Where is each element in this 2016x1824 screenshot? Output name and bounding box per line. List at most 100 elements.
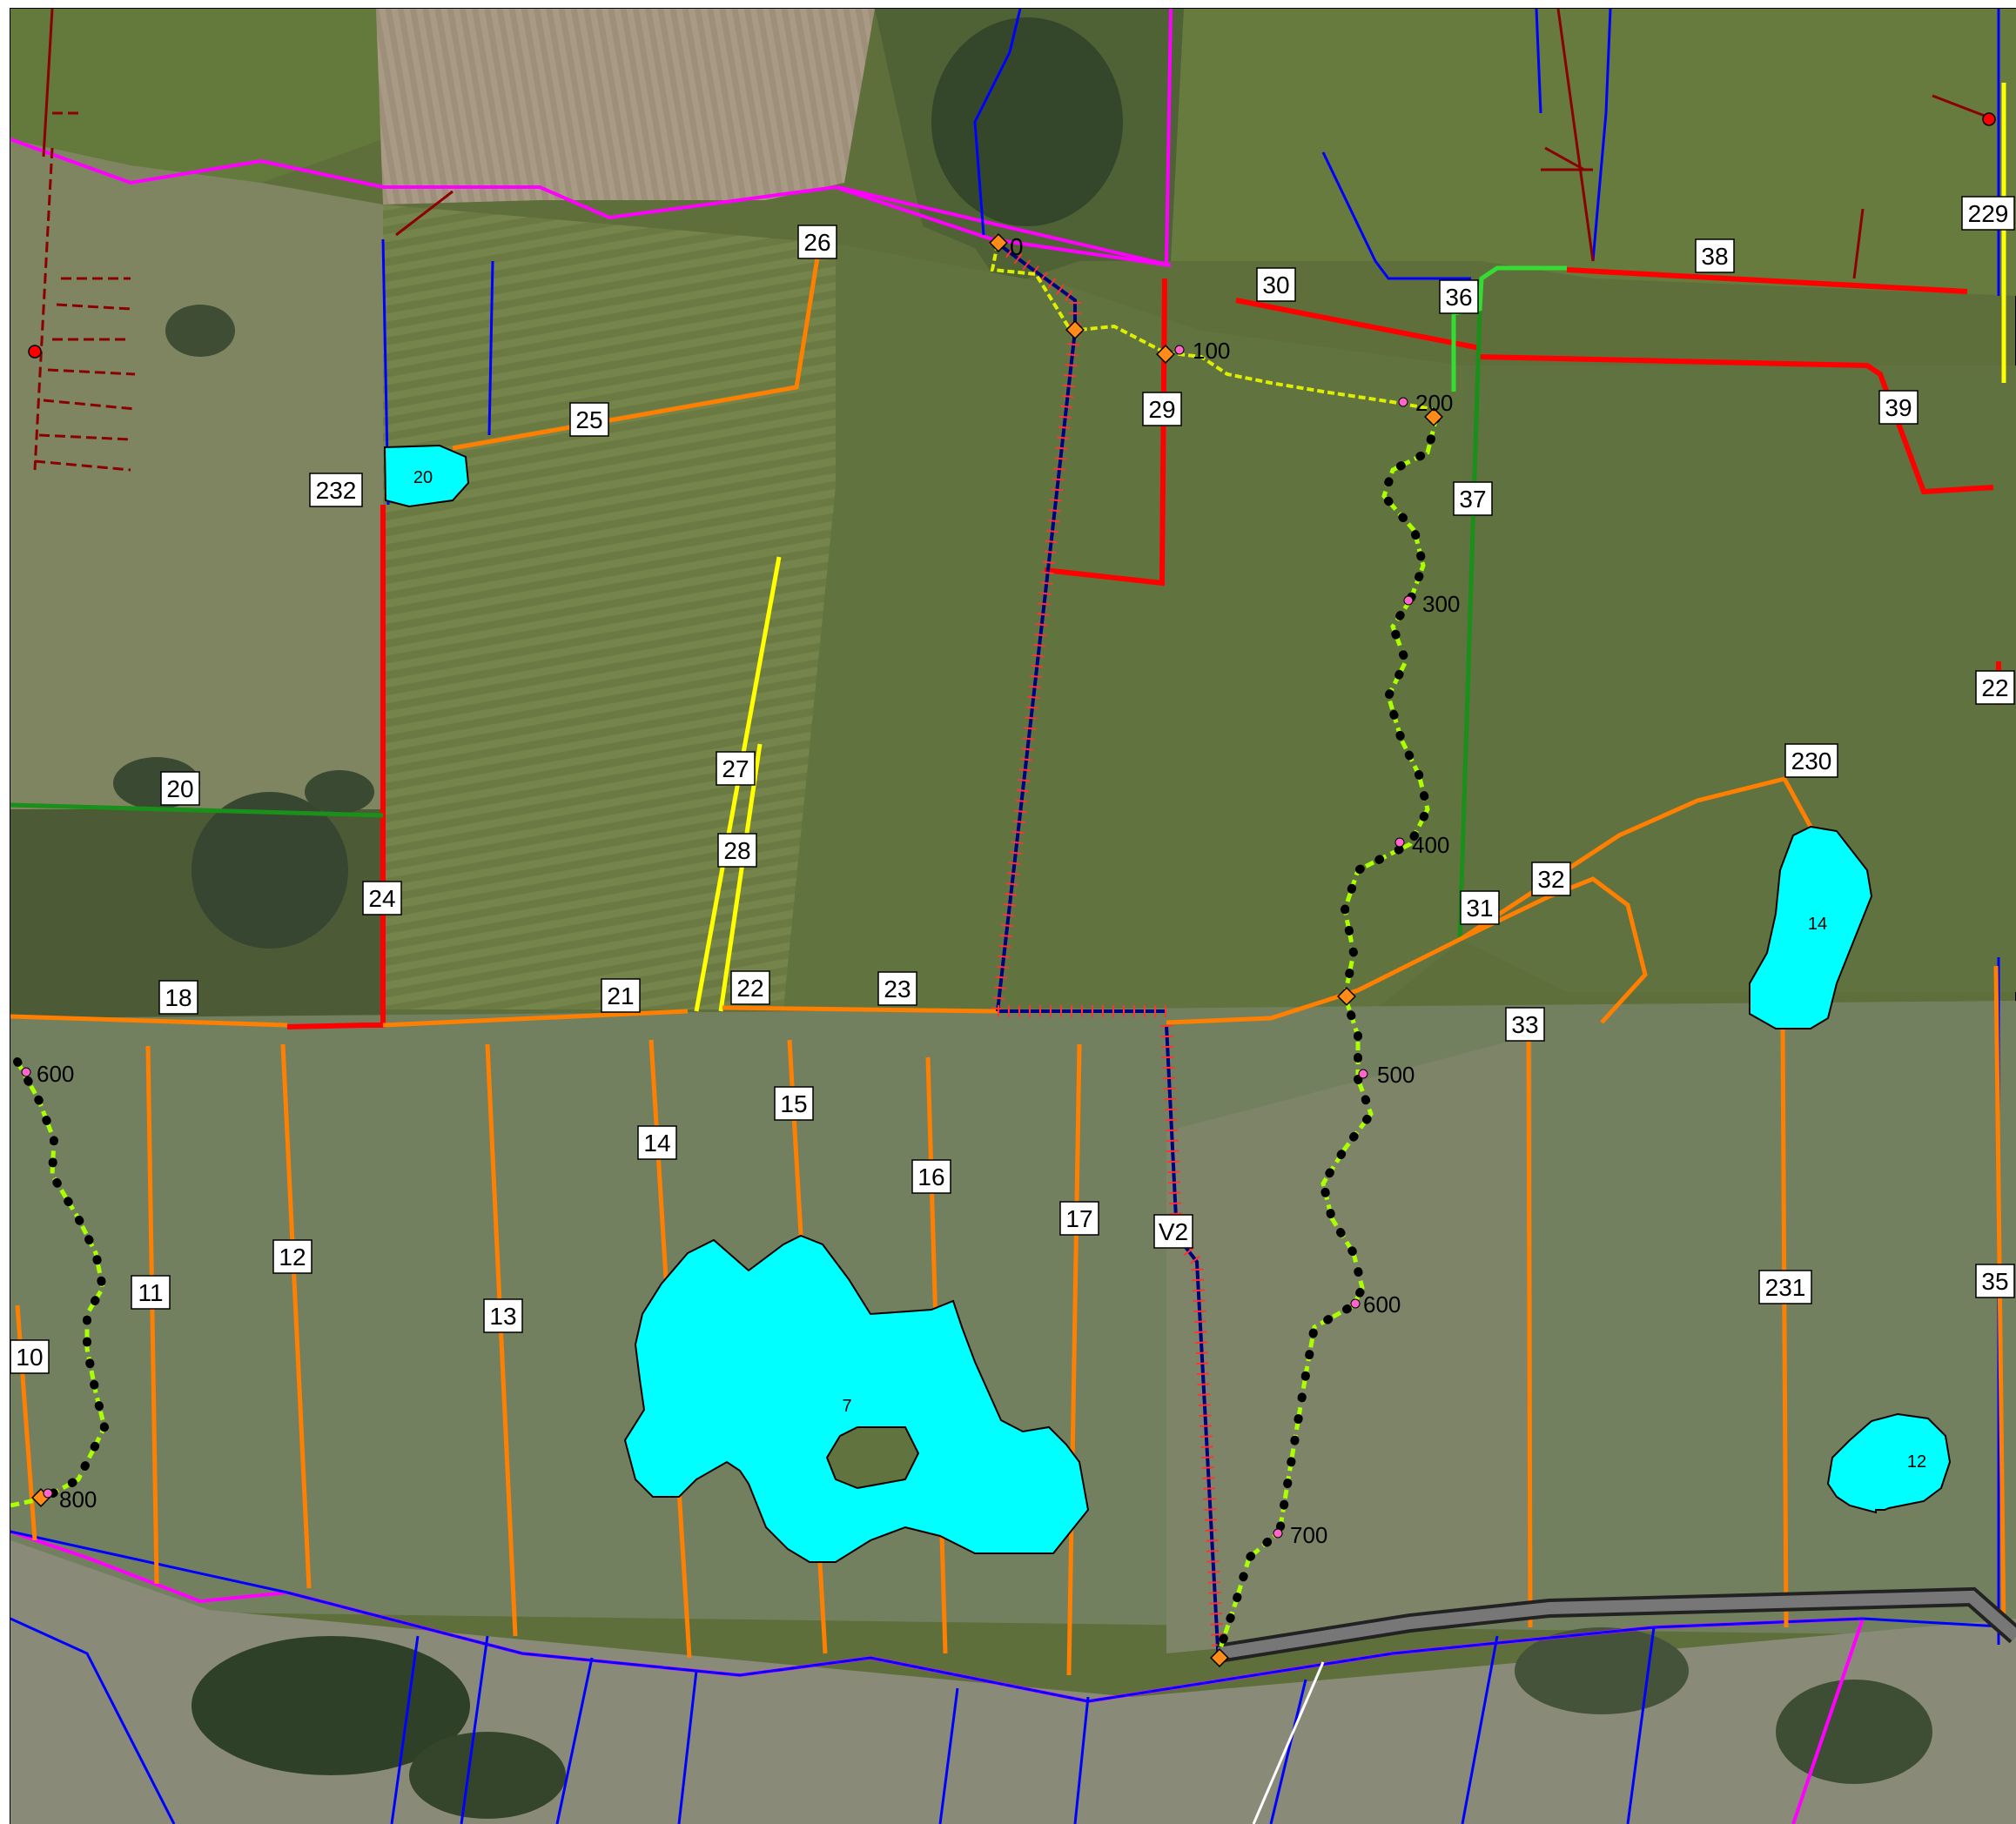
- ditch-label-15: 15: [774, 1086, 814, 1121]
- ditch-label-box: [1460, 890, 1500, 925]
- shrubs-north: [931, 17, 1123, 226]
- ditch-label-box: [774, 1086, 814, 1121]
- ditch-label-box: [569, 402, 609, 437]
- chainage-label: 100: [1193, 338, 1230, 364]
- ditch-label-229: 229: [1961, 196, 2015, 231]
- star-500: [1358, 1069, 1368, 1079]
- ditch-label-box: [1975, 670, 2015, 705]
- chainage-label: 500: [1377, 1062, 1415, 1088]
- node-0: [989, 233, 1008, 252]
- ditch-label-box: [1695, 238, 1735, 273]
- ditch-label-text: 10: [16, 1344, 43, 1371]
- ditch-label-24: 24: [362, 881, 402, 915]
- ditch-label-11: 11: [131, 1275, 171, 1310]
- chainage-label: 600: [1363, 1291, 1401, 1318]
- ditch-label-text: 18: [165, 984, 192, 1011]
- ditch-label-box: [1256, 267, 1296, 302]
- ditch-label-box: [1531, 862, 1571, 896]
- dark-red-lines: [42, 9, 1990, 279]
- green-ditches: [10, 265, 1567, 941]
- ditch-label-text: 36: [1445, 284, 1472, 311]
- ditch-label-text: 35: [1981, 1268, 2008, 1295]
- ditch-label-14: 14: [637, 1125, 677, 1160]
- shrubs-west-4: [305, 770, 374, 814]
- ditch-label-box: [10, 1339, 50, 1374]
- ditch-label-38: 38: [1695, 238, 1735, 273]
- water-polygon-7: [623, 1234, 1090, 1563]
- chainage-label: 800: [59, 1486, 97, 1512]
- island-polygon-7: [825, 1426, 920, 1490]
- ditch-label-text: 30: [1262, 272, 1289, 298]
- polygon-label-12: 12: [1907, 1452, 1926, 1472]
- ditch-label-16: 16: [911, 1159, 951, 1194]
- ditch-label-box: [1878, 390, 1919, 425]
- polygon-label-14: 14: [1808, 915, 1827, 934]
- ditch-label-box: [1784, 743, 1838, 778]
- ditch-label-text: 22: [1981, 674, 2008, 701]
- ditch-label-text: 27: [722, 755, 749, 782]
- star-200: [1398, 397, 1408, 407]
- ditch-label-text: 12: [279, 1244, 306, 1271]
- ditch-label-text: 23: [884, 976, 911, 1003]
- ditch-label-text: V2: [1159, 1218, 1188, 1245]
- ditch-label-box: [131, 1275, 171, 1310]
- ditch-label-29: 29: [1142, 392, 1182, 426]
- ditch-label-25: 25: [569, 402, 609, 437]
- water-polygon-12: [1826, 1412, 1952, 1514]
- ditch-label-box: [272, 1239, 312, 1274]
- ditch-label-box: [1439, 279, 1479, 314]
- ditch-label-text: 21: [607, 982, 634, 1009]
- white-arrow: [1252, 1661, 1325, 1824]
- ditch-label-V2: V2: [1153, 1214, 1193, 1249]
- ditch-label-box: [730, 970, 770, 1005]
- node-100: [1156, 345, 1175, 364]
- ditch-label-text: 38: [1701, 243, 1728, 270]
- ditch-label-box: [1758, 1270, 1812, 1304]
- polygon-label-7: 7: [842, 1397, 851, 1416]
- ditch-label-text: 0: [1010, 233, 1024, 260]
- ditch-label-box: [1153, 1214, 1193, 1249]
- shrubs-west-3: [165, 305, 235, 357]
- ditch-label-text: 11: [138, 1279, 163, 1306]
- node-200: [1424, 407, 1443, 426]
- ditch-label-box: [637, 1125, 677, 1160]
- ditch-label-text: 230: [1791, 748, 1832, 775]
- ditch-label-text: 14: [643, 1130, 670, 1157]
- ditch-label-text: 26: [803, 229, 830, 256]
- ditch-label-text: 17: [1065, 1205, 1092, 1232]
- ditch-label-13: 13: [483, 1298, 523, 1333]
- chainage-labels: 100 200 300 400 500 600 700 600 800: [37, 338, 1460, 1548]
- ditch-label-text: 15: [780, 1090, 807, 1117]
- ditch-label-text: 16: [917, 1163, 944, 1190]
- ditch-label-box: [877, 971, 917, 1006]
- ditch-label-text: 24: [368, 885, 395, 912]
- road-strip: [1217, 1586, 2016, 1663]
- ditch-label-box: [1975, 1264, 2015, 1298]
- striped-field: [383, 205, 836, 1009]
- ditch-label-text: 29: [1148, 396, 1175, 423]
- ditch-label-text: 28: [723, 837, 750, 864]
- crop-field-northeast: [1171, 9, 2016, 296]
- ditch-label-text: 20: [166, 775, 193, 802]
- ditch-label-231: 231: [1758, 1270, 1812, 1304]
- ditch-label-31: 31: [1460, 890, 1500, 925]
- chainage-label: 700: [1290, 1522, 1327, 1548]
- ditch-label-box: [911, 1159, 951, 1194]
- ditch-label-box: [158, 980, 198, 1015]
- ditch-label-box: [1142, 392, 1182, 426]
- ditch-label-26: 26: [797, 225, 837, 259]
- shrubs-south-4: [1776, 1680, 1932, 1784]
- blue-ditches: [10, 9, 2016, 1824]
- polygon-label-20: 20: [413, 468, 433, 487]
- chainage-label: 400: [1412, 832, 1449, 858]
- ditch-label-10: 10: [10, 1339, 50, 1374]
- star-600: [1350, 1298, 1361, 1309]
- chainage-label: 600: [37, 1061, 74, 1087]
- ditch-label-37: 37: [1453, 481, 1493, 516]
- ditch-label-text: 31: [1466, 895, 1493, 922]
- ditch-label-22: 22: [1975, 670, 2015, 705]
- hatched-ditch: [988, 234, 1225, 1665]
